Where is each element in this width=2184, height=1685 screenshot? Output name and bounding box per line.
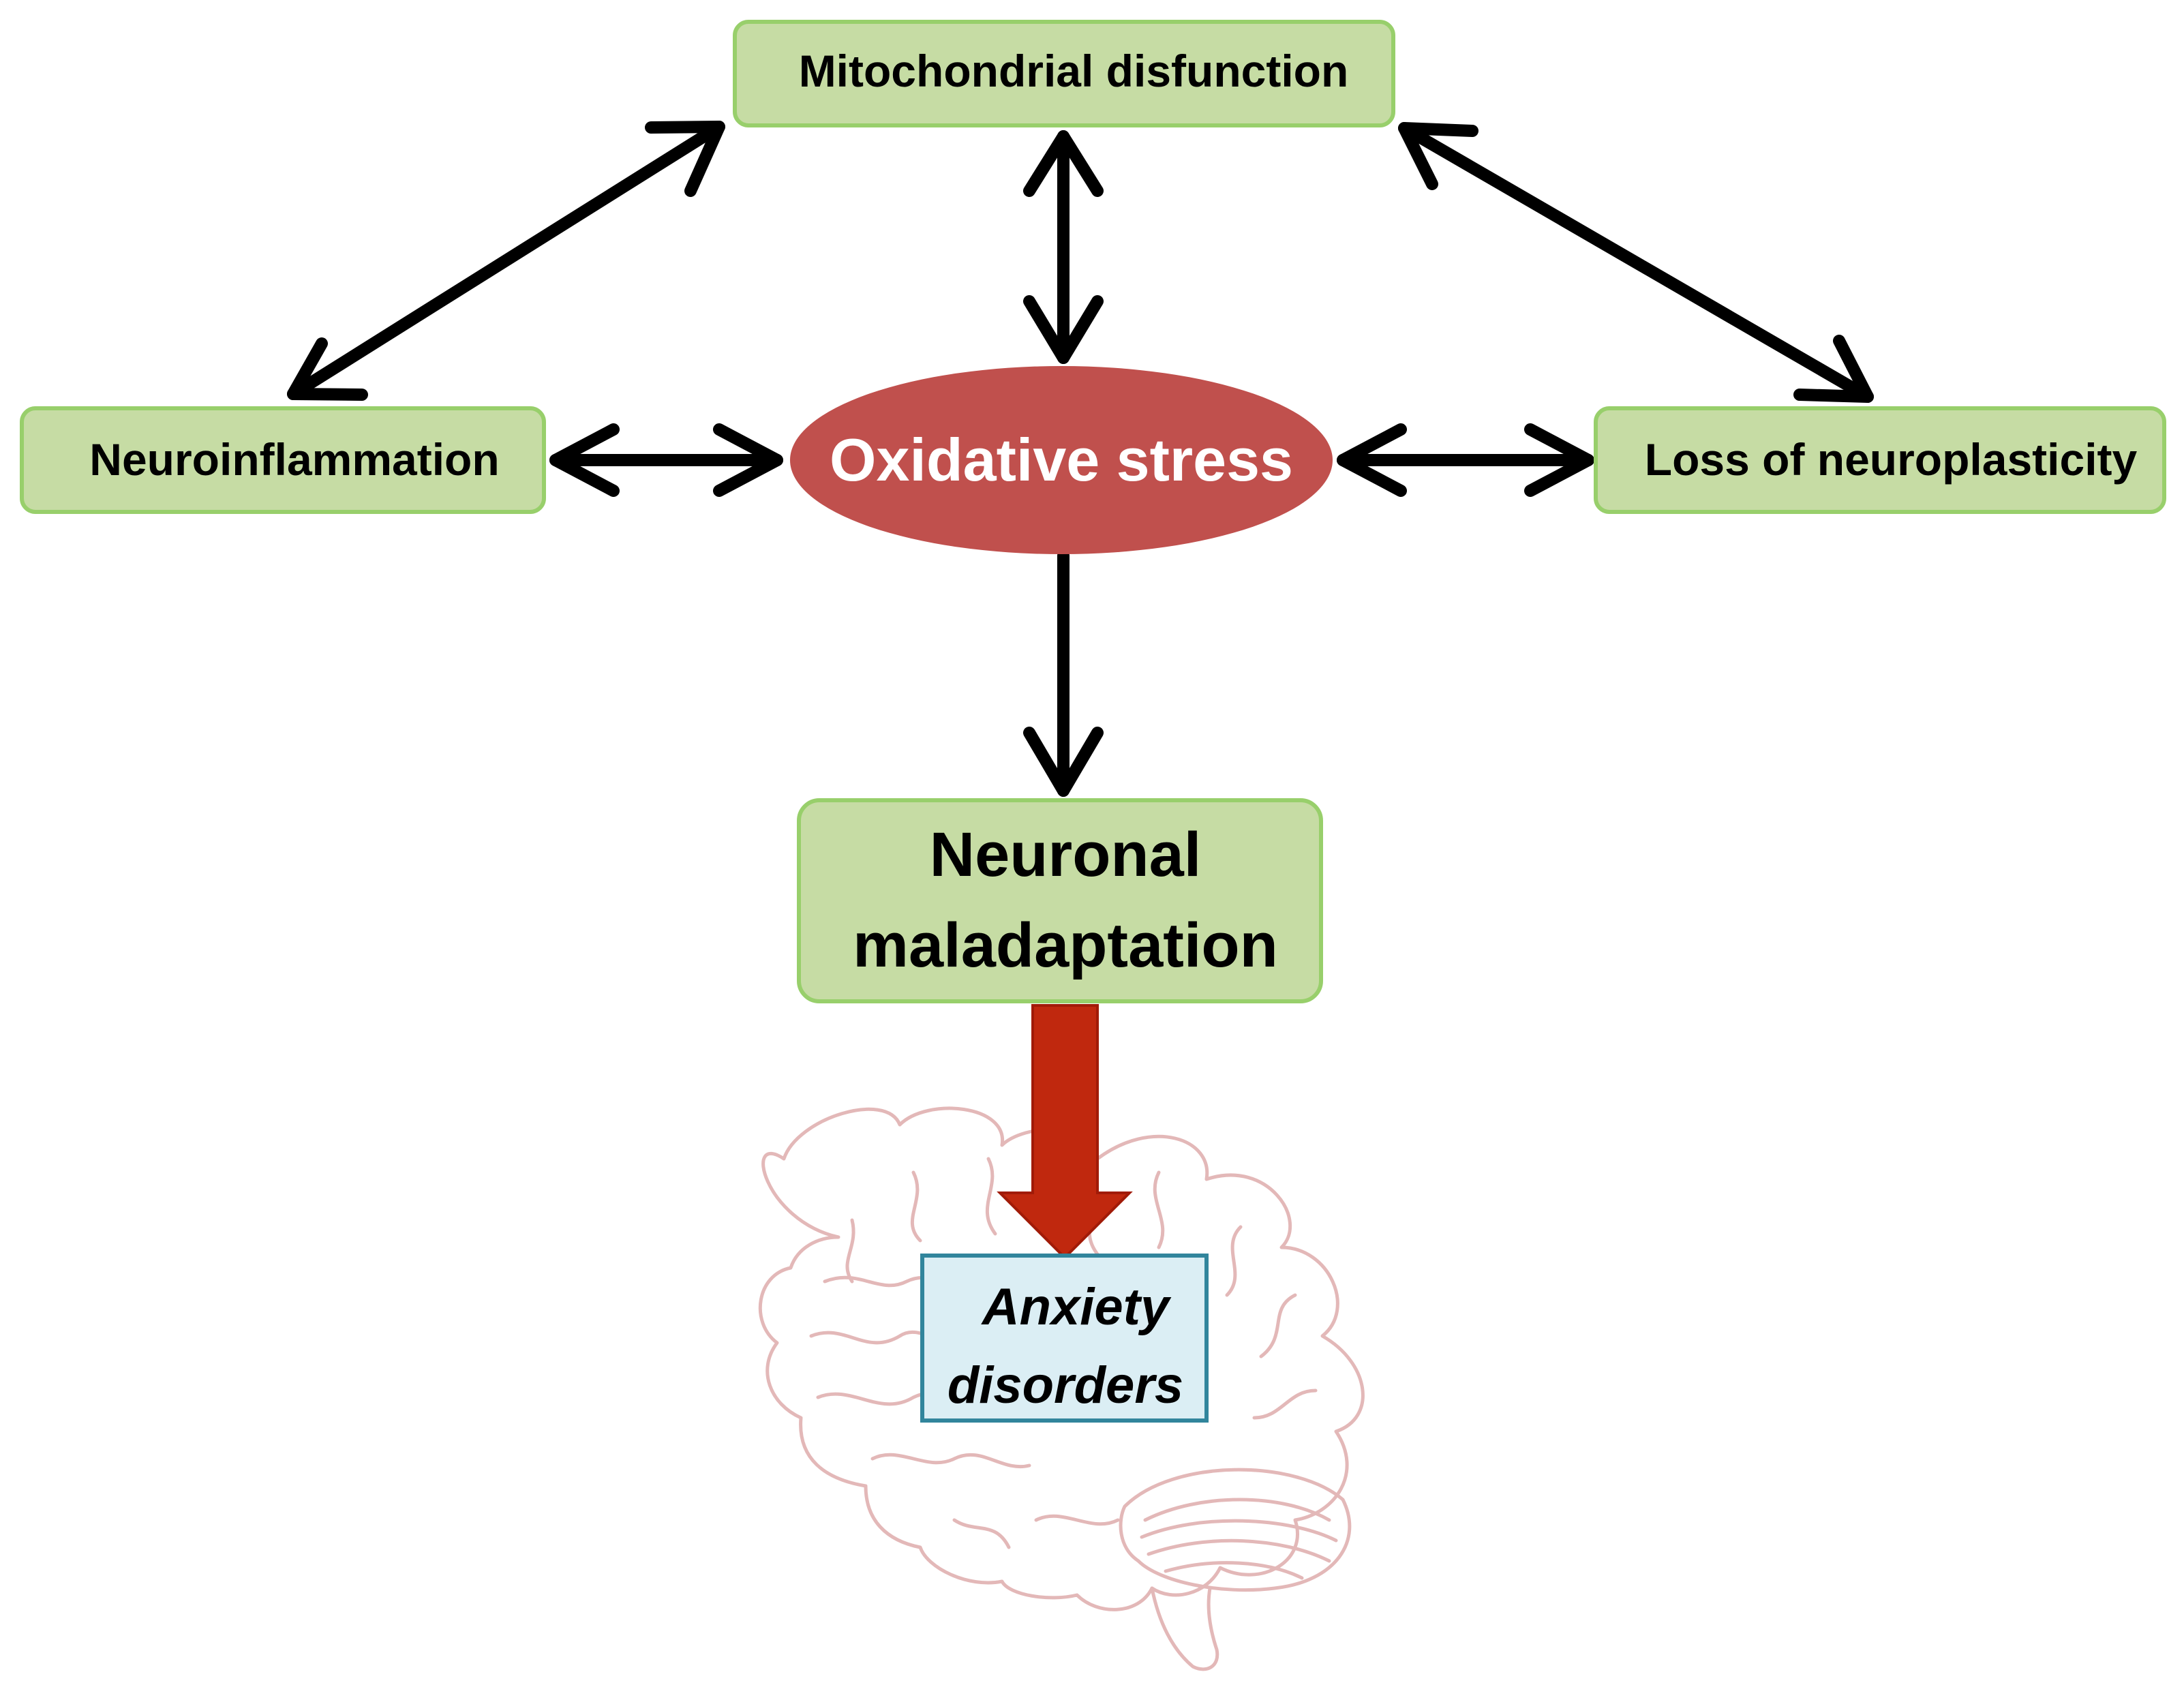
node-box bbox=[733, 20, 1395, 127]
arrow-mito-neuroinflammation bbox=[287, 121, 725, 401]
node-box bbox=[920, 1254, 1209, 1423]
brain-cerebellum-fold bbox=[1147, 1538, 1331, 1563]
brain-gyrus bbox=[911, 1170, 922, 1243]
arrow-neuroinflammation-oxidative bbox=[549, 423, 783, 497]
arrow-maladaptation-anxiety bbox=[997, 1004, 1133, 1260]
arrowhead bbox=[549, 423, 620, 497]
brain-gyrus bbox=[845, 1218, 855, 1284]
node-label-line2: disorders bbox=[947, 1356, 1183, 1414]
brain-gyrus bbox=[1034, 1514, 1120, 1526]
arrowhead bbox=[1023, 295, 1104, 364]
arrow-oxidative-maladaptation bbox=[1023, 549, 1104, 797]
arrowhead bbox=[713, 423, 783, 497]
node-mitochondrial-disfunction: Mitochondrial disfunction bbox=[733, 20, 1395, 127]
node-label: Mitochondrial disfunction bbox=[799, 46, 1349, 96]
arrow-oxidative-neuroplasticity bbox=[1337, 423, 1594, 497]
arrow-mito-neuroplasticity bbox=[1398, 122, 1874, 403]
node-neuronal-maladaptation: Neuronal maladaptation bbox=[797, 798, 1323, 1003]
brain-outline-icon bbox=[758, 1106, 1365, 1671]
node-label: Loss of neuroplasticity bbox=[1645, 434, 2138, 485]
arrowhead bbox=[1398, 122, 1478, 190]
arrowhead bbox=[287, 337, 368, 401]
node-loss-of-neuroplasticity: Loss of neuroplasticity bbox=[1594, 406, 2166, 514]
brain-cerebellum-fold bbox=[1140, 1519, 1338, 1543]
brain-gyrus bbox=[1259, 1293, 1297, 1358]
arrowhead bbox=[1023, 727, 1104, 797]
brain-cerebellum-fold bbox=[1164, 1561, 1304, 1580]
node-label-line2: maladaptation bbox=[853, 911, 1278, 980]
arrowhead bbox=[1023, 130, 1104, 197]
node-box bbox=[797, 798, 1323, 1003]
node-anxiety-disorders: Anxiety disorders bbox=[920, 1254, 1209, 1423]
arrowhead bbox=[645, 121, 725, 197]
node-ellipse bbox=[790, 366, 1333, 554]
node-neuroinflammation: Neuroinflammation bbox=[20, 406, 546, 514]
brain-gyrus bbox=[952, 1518, 1011, 1549]
node-label: Oxidative stress bbox=[830, 426, 1293, 494]
brain-cerebellum bbox=[1119, 1468, 1352, 1592]
node-box bbox=[1594, 406, 2166, 514]
brain-gyrus bbox=[1153, 1170, 1165, 1249]
arrow-mito-oxidative bbox=[1023, 130, 1104, 364]
node-label-line1: Neuronal bbox=[930, 820, 1202, 890]
brain-cerebrum-outline bbox=[758, 1106, 1365, 1611]
node-box bbox=[20, 406, 546, 514]
brain-gyrus bbox=[985, 1157, 997, 1236]
brain-gyrus bbox=[1225, 1225, 1243, 1297]
brain-gyrus bbox=[870, 1453, 1031, 1469]
node-label-line1: Anxiety bbox=[981, 1278, 1172, 1336]
arrowhead bbox=[1793, 335, 1874, 403]
arrowhead bbox=[1524, 423, 1594, 497]
brain-stem bbox=[1150, 1586, 1219, 1671]
node-label: Neuroinflammation bbox=[89, 434, 499, 485]
node-oxidative-stress: Oxidative stress bbox=[790, 366, 1333, 554]
brain-gyrus bbox=[1252, 1388, 1318, 1420]
brain-cerebellum-fold bbox=[1143, 1498, 1331, 1522]
arrowhead bbox=[1337, 423, 1407, 497]
